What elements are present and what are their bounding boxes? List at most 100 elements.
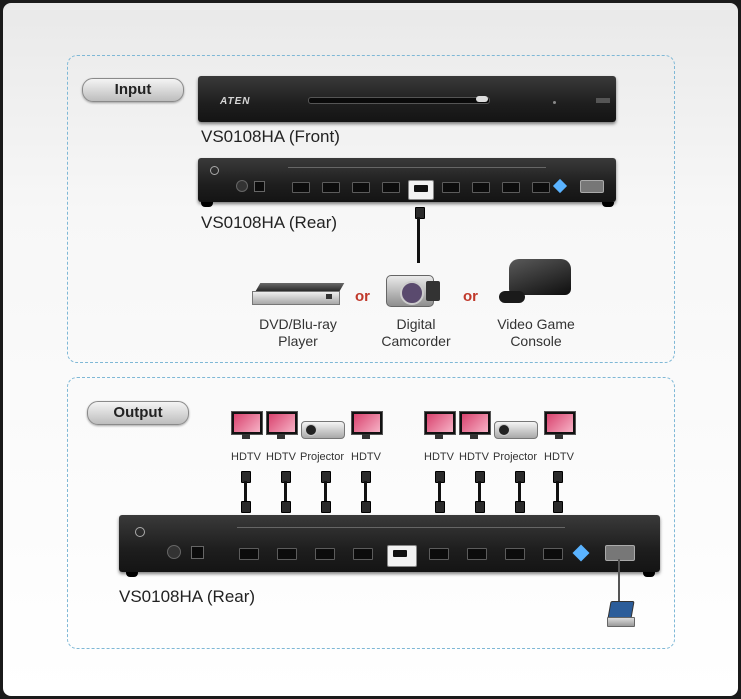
hdmi-plug-icon (515, 501, 525, 513)
output-port (315, 548, 335, 560)
front-button-icon (476, 96, 488, 102)
firmware-icon (552, 178, 568, 194)
power-jack-icon (254, 181, 265, 192)
output-pill: Output (87, 401, 189, 425)
hdmi-input-port (387, 545, 417, 567)
hdtv-icon (544, 411, 576, 441)
display-label: Projector (492, 451, 538, 463)
rs232-port-icon (605, 545, 635, 561)
diagram-frame: Input ATEN VS0108HA (Front) VS0108HA (Re… (3, 3, 738, 696)
hdmi-plug-icon (475, 501, 485, 513)
display-label: HDTV (459, 451, 489, 463)
output-port (505, 548, 525, 560)
hdmi-plug-icon (281, 501, 291, 513)
aten-logo: ATEN (220, 96, 251, 107)
power-switch-icon (167, 545, 181, 559)
hdmi-cable (478, 481, 481, 503)
output-port (322, 182, 340, 193)
source-label: Video Game Console (481, 316, 591, 350)
output-port (353, 548, 373, 560)
display-label: HDTV (424, 451, 454, 463)
source-label: DVD/Blu-ray Player (243, 316, 353, 350)
hdtv-icon (231, 411, 263, 441)
hdmi-cable (364, 481, 367, 503)
dvd-player-icon (252, 283, 345, 305)
hdmi-cable (556, 481, 559, 503)
output-port (352, 182, 370, 193)
hdmi-cable (518, 481, 521, 503)
switch-rear-device-output (119, 515, 660, 572)
hdtv-icon (351, 411, 383, 441)
hdmi-plug-icon (553, 501, 563, 513)
hdmi-plug-icon (361, 501, 371, 513)
rs232-cable (618, 559, 620, 603)
port-label-strip (237, 527, 565, 530)
source-label-line: Video Game (497, 316, 575, 332)
ground-screw-icon (210, 166, 219, 175)
source-label-line: Camcorder (381, 333, 451, 349)
hdmi-cable (438, 481, 441, 503)
display-label: HDTV (231, 451, 261, 463)
power-switch-icon (236, 180, 248, 192)
display-label: HDTV (266, 451, 296, 463)
power-jack-icon (191, 546, 204, 559)
switch-front-device: ATEN (198, 76, 616, 122)
hdtv-icon (266, 411, 298, 441)
output-port (429, 548, 449, 560)
hdtv-icon (424, 411, 456, 441)
output-port (532, 182, 550, 193)
ground-screw-icon (135, 527, 145, 537)
output-port (502, 182, 520, 193)
display-label: HDTV (351, 451, 381, 463)
switch-rear-device-input (198, 158, 616, 202)
output-port (382, 182, 400, 193)
source-label: Digital Camcorder (361, 316, 471, 350)
camcorder-icon (382, 271, 444, 309)
port-label-strip (288, 167, 546, 170)
front-led-strip (308, 97, 490, 104)
front-led-icon (553, 101, 556, 104)
rs232-port-icon (580, 180, 604, 193)
output-port (292, 182, 310, 193)
hdmi-cable (284, 481, 287, 503)
output-port (239, 548, 259, 560)
hdmi-input-port (408, 180, 434, 200)
hdmi-logo-icon (596, 98, 610, 103)
output-port (442, 182, 460, 193)
source-label-line: DVD/Blu-ray (259, 316, 337, 332)
output-port (277, 548, 297, 560)
computer-icon (607, 601, 635, 627)
hdmi-plug-icon (415, 207, 425, 219)
game-console-icon (499, 259, 577, 309)
rear-label-input: VS0108HA (Rear) (201, 213, 338, 232)
or-text: or (463, 288, 478, 305)
hdmi-plug-icon (321, 501, 331, 513)
device-foot (126, 572, 138, 577)
hdmi-plug-icon (435, 501, 445, 513)
display-label: Projector (299, 451, 345, 463)
hdmi-cable (324, 481, 327, 503)
device-foot (602, 202, 614, 207)
input-panel (67, 55, 675, 363)
firmware-icon (572, 544, 590, 562)
front-label: VS0108HA (Front) (201, 127, 340, 146)
rear-label-output: VS0108HA (Rear) (119, 587, 256, 606)
device-foot (201, 202, 213, 207)
or-text: or (355, 288, 370, 305)
device-foot (643, 572, 655, 577)
output-panel (67, 377, 675, 649)
source-label-line: Player (278, 333, 318, 349)
hdmi-cable (417, 217, 420, 263)
output-port (472, 182, 490, 193)
hdmi-cable (244, 481, 247, 503)
hdmi-plug-icon (241, 501, 251, 513)
output-port (467, 548, 487, 560)
input-pill: Input (82, 78, 184, 102)
projector-icon (301, 413, 345, 443)
projector-icon (494, 413, 538, 443)
display-label: HDTV (544, 451, 574, 463)
source-label-line: Console (510, 333, 562, 349)
hdtv-icon (459, 411, 491, 441)
output-port (543, 548, 563, 560)
source-label-line: Digital (396, 316, 436, 332)
